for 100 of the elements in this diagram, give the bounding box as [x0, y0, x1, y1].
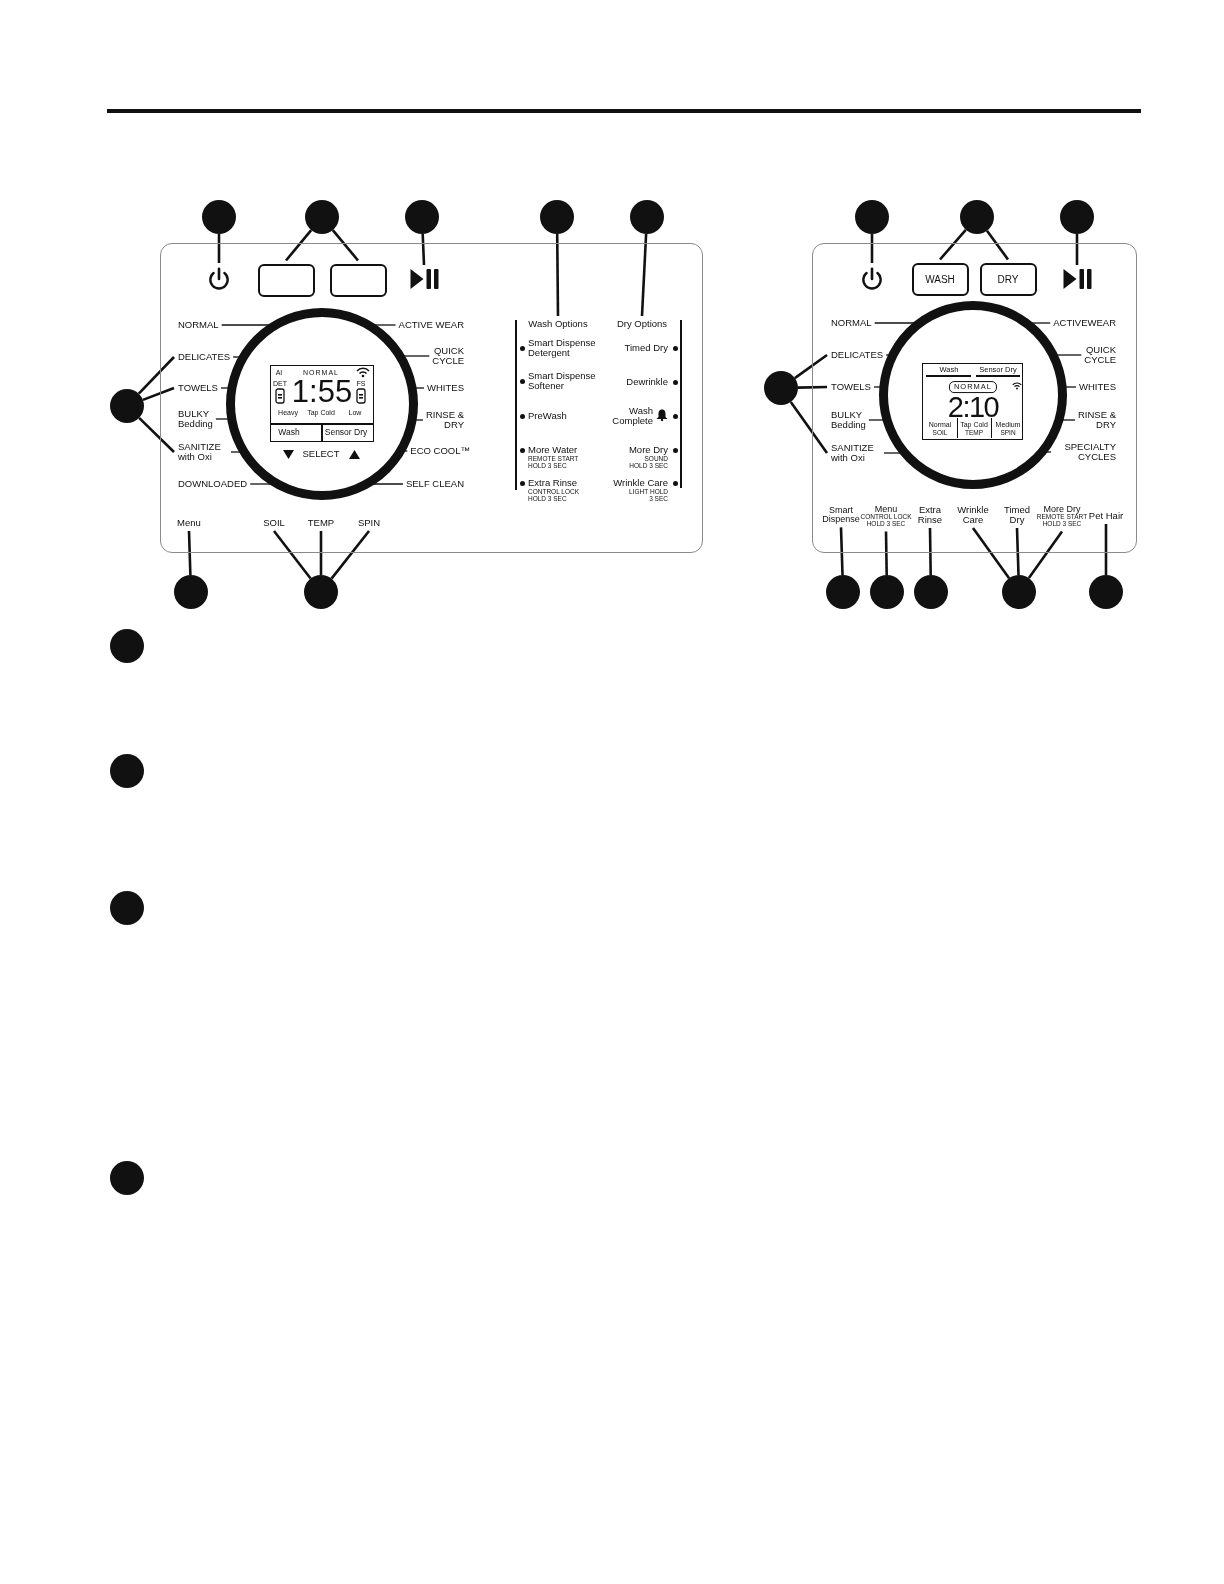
power-icon: [206, 266, 232, 292]
column-heading: Wash Options: [528, 319, 588, 329]
leader-line: [794, 353, 828, 380]
leader-line: [555, 234, 560, 316]
leader-line: [640, 233, 648, 317]
time-readout: 1:55: [291, 375, 353, 409]
callout-marker: [405, 200, 439, 234]
leader-line: [1015, 527, 1020, 576]
leader-line: [319, 531, 323, 575]
power-icon: [859, 266, 885, 292]
leader-line: [789, 401, 829, 454]
play-pause-icon: [1062, 268, 1092, 290]
leader-line: [187, 530, 192, 576]
leader-line: [138, 416, 175, 453]
callout-marker: [855, 200, 889, 234]
leader-line: [1027, 530, 1064, 579]
callout-marker: [826, 575, 860, 609]
callout-marker: [960, 200, 994, 234]
cycle-label: RINSE & DRY: [1078, 410, 1116, 430]
cycle-label: WHITES: [427, 383, 464, 393]
control-label: More Dry: [1043, 505, 1082, 515]
leader-line: [939, 228, 967, 261]
cycle-label: WHITES: [1079, 382, 1116, 392]
callout-marker: [914, 575, 948, 609]
cycle-label: NORMAL: [831, 318, 872, 328]
control-label: SOIL: [263, 518, 285, 528]
control-label: Wrinkle Care: [957, 505, 989, 525]
option-label: More Water: [528, 445, 578, 455]
leader-line: [839, 527, 844, 576]
callout-marker: [202, 200, 236, 234]
leader-line: [1075, 234, 1079, 265]
callout-marker: [305, 200, 339, 234]
display-text: Wash: [278, 427, 300, 437]
cycle-label: QUICK CYCLE: [1084, 345, 1116, 365]
callout-marker: [870, 575, 904, 609]
cycle-label: DELICATES: [178, 352, 231, 362]
callout-marker: [304, 575, 338, 609]
leader-line: [1104, 524, 1108, 575]
leader-line: [330, 530, 371, 580]
cycle-label: QUICK CYCLE: [432, 346, 464, 366]
leader-line: [421, 233, 426, 266]
cycle-label: NORMAL: [178, 320, 219, 330]
callout-marker: [110, 891, 144, 925]
control-label: SELECT: [302, 449, 340, 459]
leader-line: [272, 530, 312, 580]
time-readout: 2:10: [947, 391, 999, 423]
control-label: Menu: [177, 518, 201, 528]
cycle-label: SELF CLEAN: [405, 479, 464, 489]
panel-button: [257, 263, 315, 297]
option-label: Timed Dry: [624, 343, 668, 353]
leader-line: [928, 528, 932, 575]
leader-line: [285, 229, 313, 262]
option-label: Wash Complete: [612, 406, 653, 426]
callout-marker: [110, 1161, 144, 1195]
option-label: More Dry: [628, 445, 668, 455]
cycle-label: ECO COOL™: [410, 446, 470, 456]
control-label: SPIN: [357, 518, 381, 528]
leader-line: [142, 386, 175, 402]
control-label: Menu: [874, 505, 898, 515]
callout-marker: [174, 575, 208, 609]
callout-marker: [110, 754, 144, 788]
cycle-label: SANITIZE with Oxi: [831, 443, 881, 463]
leader-line: [797, 385, 828, 389]
option-label: Smart Dispense Detergent: [528, 338, 597, 358]
option-label: PreWash: [528, 411, 567, 421]
display-text: Sensor Dry: [324, 427, 368, 437]
play-pause-icon: [409, 268, 439, 290]
option-label: Extra Rinse: [528, 478, 578, 488]
callout-marker: [1089, 575, 1123, 609]
leader-line: [217, 234, 221, 263]
column-heading: Dry Options: [616, 319, 668, 329]
leader-line: [870, 234, 874, 263]
leader-line: [137, 356, 175, 395]
option-label: Dewrinkle: [626, 377, 668, 387]
leader-line: [884, 531, 888, 576]
leader-line: [985, 229, 1010, 261]
cycle-label: ACTIVE WEAR: [398, 320, 464, 330]
control-label: Timed Dry: [1004, 505, 1030, 525]
control-label: Smart Dispense: [822, 505, 860, 525]
panel-button: WASH: [911, 262, 969, 296]
control-label: Extra Rinse: [917, 505, 943, 525]
cycle-label: ACTIVEWEAR: [1053, 318, 1116, 328]
cycle-label: TOWELS: [831, 382, 871, 392]
control-label: TEMP: [307, 518, 335, 528]
cycle-label: SPECIALTY CYCLES: [1054, 442, 1116, 462]
cycle-label: DELICATES: [831, 350, 884, 360]
callout-marker: [540, 200, 574, 234]
leader-line: [331, 229, 359, 262]
callout-marker: [110, 389, 144, 423]
control-label: Pet Hair: [1088, 511, 1124, 521]
panel-button: DRY: [979, 262, 1037, 296]
cycle-label: BULKY Bedding: [178, 409, 213, 429]
cycle-label: RINSE & DRY: [426, 410, 464, 430]
callout-marker: [1002, 575, 1036, 609]
callout-marker: [764, 371, 798, 405]
cycle-label: BULKY Bedding: [831, 410, 866, 430]
callout-marker: [1060, 200, 1094, 234]
option-label: Smart Dispense Softener: [528, 371, 597, 391]
cycle-label: DOWNLOADED: [178, 479, 248, 489]
panel-button: [329, 263, 387, 297]
